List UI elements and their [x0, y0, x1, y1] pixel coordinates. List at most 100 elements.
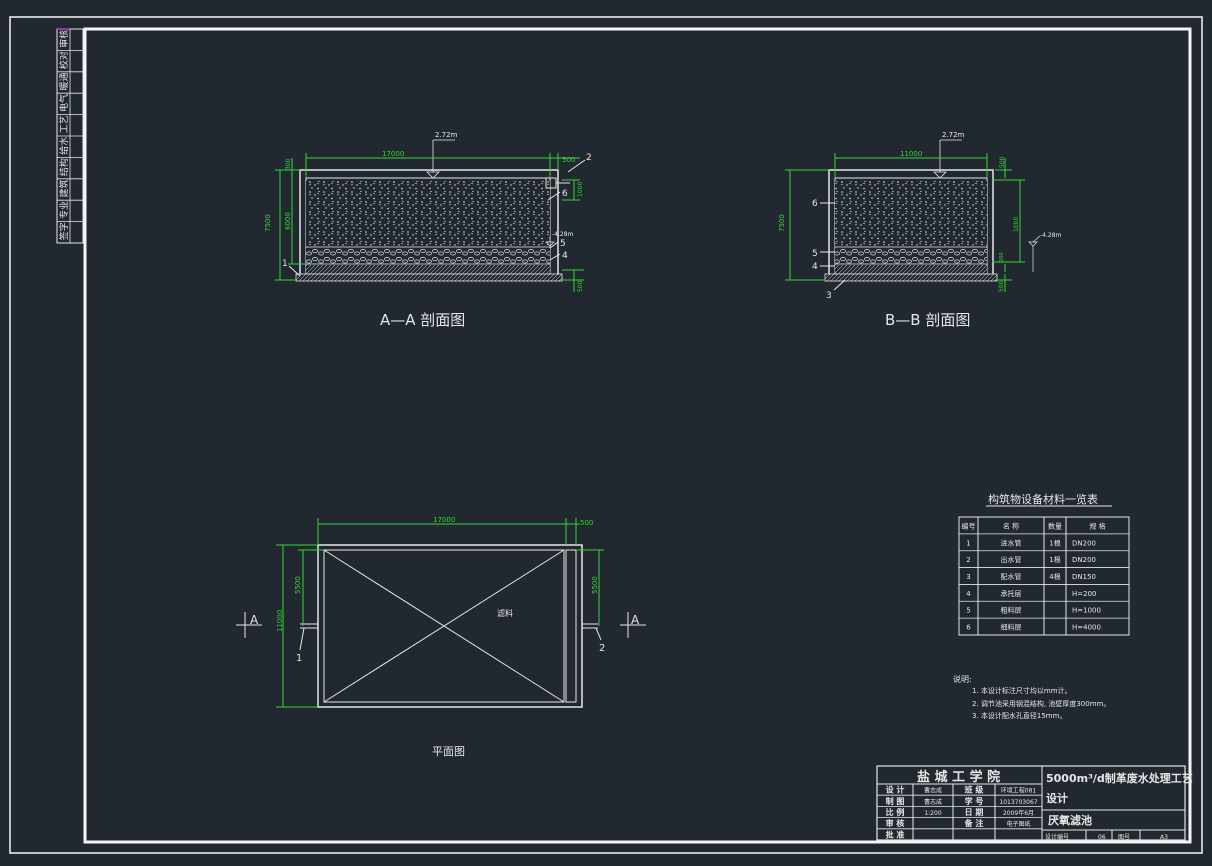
plan-section-mark-left: A: [250, 613, 259, 627]
aa-title: A—A 剖面图: [380, 311, 465, 329]
bb-callout-6: 6: [812, 199, 818, 209]
equipment-table-cell: 1根: [1049, 538, 1060, 547]
plan-callout-1: 1: [296, 653, 302, 664]
plan-center-label: 滤料: [497, 608, 513, 618]
side-strip-cell-3: 电气: [58, 94, 70, 112]
title-block: 盐 城 工 学 院 5000m³/d制革废水处理工艺 设计 厌氧滤池 设计编号 …: [876, 765, 1193, 841]
plan-dim-right: 500: [580, 519, 593, 527]
equipment-table-cell: 6: [966, 624, 971, 632]
equipment-table-cell: H=200: [1072, 590, 1097, 598]
title-block-cell: 曹志成: [924, 787, 942, 795]
side-strip-cell-8: 专业: [58, 201, 70, 219]
equipment-table-header: 编号: [962, 521, 976, 530]
title-block-cell: 制 图: [886, 796, 905, 806]
side-strip-cell-7: 建筑: [58, 179, 70, 197]
bb-dim-small: 200: [999, 252, 1005, 262]
notes-title: 说明:: [953, 674, 972, 684]
inner-frame: [83, 27, 1192, 844]
equipment-table-cell: DN200: [1072, 539, 1096, 547]
plan-section-mark-right: A: [631, 613, 640, 627]
section-aa: 2.72m -4.28m 17000 500 7500 6000 300 100…: [264, 131, 592, 329]
plan-dim-width: 17000: [433, 516, 455, 524]
plan-callout-2: 2: [599, 643, 605, 654]
equipment-table-cell: 1根: [1049, 555, 1060, 564]
equipment-table-header: 规 格: [1089, 521, 1105, 530]
bb-callout-4: 4: [812, 262, 818, 272]
title-block-school: 盐 城 工 学 院: [917, 769, 1000, 785]
aa-dim-side: 1000: [577, 182, 584, 197]
title-block-cell: 电子图纸: [1006, 820, 1030, 828]
title-block-cell: 学 号: [965, 796, 984, 806]
title-block-cell: 批 准: [886, 829, 905, 839]
aa-callout-6: 6: [562, 189, 568, 199]
notes-block: 说明: 1. 本设计标注尺寸均以mm计。 2. 调节池采用钢混结构, 池壁厚度3…: [953, 674, 1110, 720]
title-block-page-label: 图号: [1118, 834, 1130, 841]
aa-dim-bottom: 500: [577, 280, 584, 292]
title-block-cell: 环境工程081: [1001, 787, 1037, 795]
equipment-table-header: 名 称: [1003, 521, 1019, 530]
side-strip-cell-4: 工艺: [59, 115, 70, 133]
title-block-cell: 设 计: [886, 785, 905, 795]
title-block-cell: 班 级: [965, 785, 985, 795]
bb-dim-top: 500: [999, 156, 1006, 168]
title-block-cell: 备 注: [964, 818, 984, 828]
equipment-table-cell: 2: [966, 556, 970, 564]
bb-level-mid: -4.28m: [1040, 232, 1062, 239]
outer-frame: [9, 16, 1203, 854]
plan-dim-half-right: 5500: [591, 576, 599, 594]
notes-item-2: 2. 调节池采用钢混结构, 池壁厚度300mm。: [972, 699, 1110, 708]
coarse-media-layer: [306, 248, 550, 264]
equipment-table-cell: 4根: [1049, 572, 1060, 581]
title-block-sheet-no: 06: [1098, 834, 1106, 841]
title-block-cell: 审 核: [886, 818, 905, 828]
plan-dim-half-left: 5500: [294, 576, 302, 594]
side-strip-cell-6: 结构: [58, 158, 70, 176]
equipment-table-title: 构筑物设备材料一览表: [988, 492, 1098, 506]
aa-dim-depth: 6000: [284, 212, 292, 230]
equipment-table-cell: 细料层: [1001, 623, 1022, 632]
equipment-table-cell: H=4000: [1072, 624, 1101, 632]
bb-dim-side: 1000: [1013, 217, 1020, 232]
side-strip-cell-9: 签字: [58, 222, 70, 240]
plan-title: 平面图: [432, 745, 465, 758]
title-block-cell: 2009年6月: [1003, 809, 1034, 817]
notes-item-1: 1. 本设计标注尺寸均以mm计。: [972, 686, 1072, 695]
aa-level-mid: -4.28m: [552, 231, 574, 238]
bb-dim-total: 7500: [778, 214, 786, 232]
section-bb: 2.72m -4.28m 11000 7500 500 1000 200 500…: [778, 131, 1062, 329]
side-strip-cell-0: 审核: [58, 30, 70, 48]
support-layer: [306, 265, 550, 273]
title-block-project-2: 设计: [1046, 791, 1068, 805]
equipment-table-cell: 5: [966, 607, 970, 615]
aa-dim-total: 7500: [264, 214, 272, 232]
title-block-cell: 曹志成: [924, 798, 942, 806]
notes-item-3: 3. 本设计配水孔直径15mm。: [972, 711, 1066, 720]
bb-level-top: 2.72m: [942, 131, 965, 139]
bb-title: B—B 剖面图: [885, 311, 970, 329]
aa-callout-5: 5: [560, 239, 566, 249]
title-block-size: A3: [1160, 834, 1168, 841]
equipment-table-cell: 承托层: [1001, 589, 1022, 598]
equipment-table-cell: 1: [966, 539, 970, 547]
aa-callout-4: 4: [562, 251, 568, 261]
bb-callout-5: 5: [812, 249, 818, 259]
base-slab: [295, 273, 563, 282]
title-block-project-1: 5000m³/d制革废水处理工艺: [1046, 771, 1193, 785]
title-block-cell: 1:200: [924, 810, 941, 817]
plan-dim-height: 11000: [276, 610, 284, 632]
plan-view: 滤料 A A 17000 500 11000 5500 5500 1: [236, 516, 646, 758]
aa-dim-top: 300: [285, 158, 292, 170]
title-block-drawing-name: 厌氧滤池: [1048, 813, 1092, 827]
aa-callout-2: 2: [586, 153, 592, 163]
bb-callout-3: 3: [826, 291, 832, 301]
equipment-table-cell: H=1000: [1072, 607, 1101, 615]
equipment-table-cell: 3: [966, 573, 970, 581]
side-strip-cell-2: 暖通: [58, 72, 70, 90]
equipment-table-cell: 4: [966, 590, 971, 598]
bb-dim-width: 11000: [900, 150, 922, 158]
aa-dim-right: 500: [562, 156, 575, 164]
